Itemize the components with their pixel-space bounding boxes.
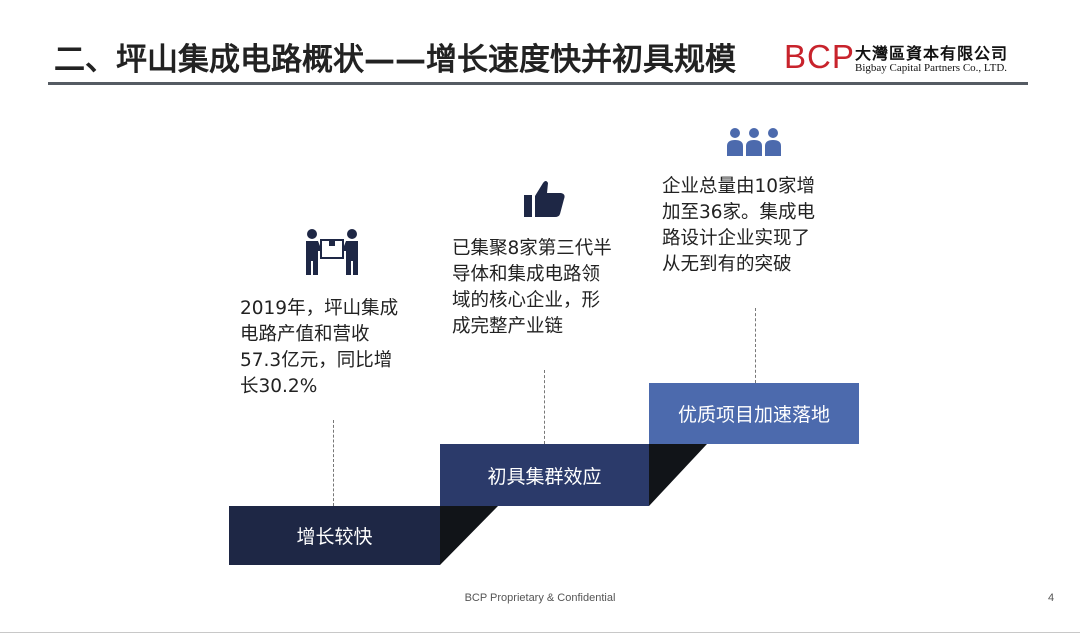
group-of-people-icon (727, 128, 781, 156)
header-divider (48, 82, 1028, 85)
page-title: 二、坪山集成电路概状——增长速度快并初具规模 (54, 42, 736, 78)
confidential-footer: BCP Proprietary & Confidential (464, 592, 616, 604)
step-2-connector (649, 444, 707, 506)
step-2-leader-line (544, 370, 545, 444)
logo-name-cn: 大灣區資本有限公司 (855, 44, 1009, 63)
logo-name-en: Bigbay Capital Partners Co., LTD. (855, 62, 1008, 74)
step-1-description: 2019年，坪山集成 电路产值和营收 57.3亿元，同比增 长30.2% (240, 298, 399, 397)
step-3-leader-line (755, 308, 756, 383)
page-number: 4 (1048, 592, 1055, 604)
step-2-label: 初具集群效应 (487, 465, 602, 488)
step-1-leader-line (333, 420, 334, 506)
step-2-bar: 初具集群效应 (440, 444, 649, 506)
step-3-description: 企业总量由10家增 加至36家。集成电 路设计企业实现了 从无到有的突破 (662, 176, 816, 275)
thumbs-up-icon (524, 181, 565, 217)
footer-divider (0, 632, 1080, 633)
step-1-bar: 增长较快 (229, 506, 440, 565)
people-carrying-box-icon (306, 229, 358, 275)
step-1-label: 增长较快 (296, 526, 373, 548)
step-1-connector (440, 506, 498, 565)
step-2-description: 已集聚8家第三代半 导体和集成电路领 域的核心企业，形 成完整产业链 (452, 238, 612, 337)
step-3-bar: 优质项目加速落地 (649, 383, 859, 444)
logo-abbr: BCP (784, 38, 855, 75)
step-3-label: 优质项目加速落地 (677, 404, 830, 426)
company-logo: BCP 大灣區資本有限公司 Bigbay Capital Partners Co… (784, 38, 1034, 78)
